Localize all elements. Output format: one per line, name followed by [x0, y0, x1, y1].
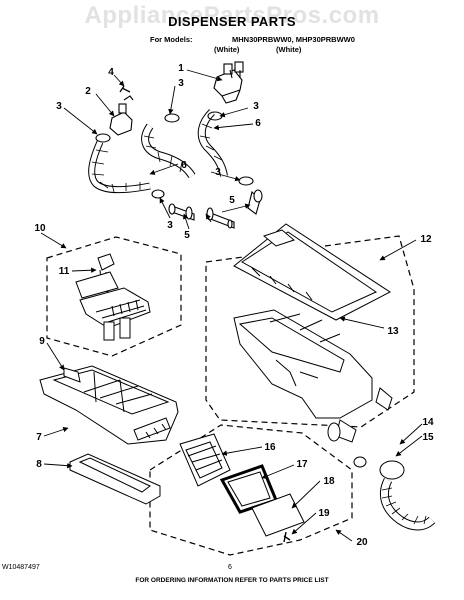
callout-13: 13 [387, 326, 399, 337]
models-label: For Models: [150, 35, 193, 44]
callout-19: 19 [318, 508, 330, 519]
nozzle-right [206, 207, 235, 229]
callout-9: 9 [39, 336, 45, 347]
screw-4 [119, 85, 131, 93]
model-color-a: (White) [214, 45, 240, 54]
cover-18 [251, 493, 305, 537]
assembly-10-outline [46, 236, 182, 357]
callout-20: 20 [356, 537, 368, 548]
bellows-clamp-14 [353, 456, 367, 468]
callout-6b: 6 [181, 160, 187, 171]
nozzle-left [168, 203, 195, 221]
callout-14: 14 [422, 417, 434, 428]
callout-1: 1 [178, 63, 184, 74]
callout-labels: 1 2 3 3 3 3 3 4 5 5 6 6 7 8 9 10 11 12 1… [34, 63, 434, 548]
callout-16: 16 [264, 442, 276, 453]
callout-15: 15 [422, 432, 434, 443]
callout-3e: 3 [167, 220, 173, 231]
callout-6a: 6 [255, 118, 261, 129]
callout-3d: 3 [215, 167, 221, 178]
screw-19 [283, 531, 291, 543]
dispenser-drawer-7 [39, 365, 179, 445]
callout-8: 8 [36, 459, 42, 470]
inlet-valve-1 [213, 61, 244, 104]
model-numbers: MHN30PRBWW0, MHP30PRBWW0 [232, 35, 355, 44]
callout-3a: 3 [178, 78, 184, 89]
page-number: 6 [228, 564, 232, 571]
drain-bellows-15 [353, 456, 436, 531]
callout-3b: 3 [56, 101, 62, 112]
model-color-b: (White) [276, 45, 302, 54]
callout-17: 17 [296, 459, 308, 470]
drawer-handle-9 [63, 367, 81, 383]
dispenser-housing-12 [233, 223, 393, 443]
assembly-16-20-outline [149, 424, 353, 556]
nozzle-elbow [247, 189, 263, 215]
hose-clamp [95, 133, 111, 143]
callout-2: 2 [85, 86, 91, 97]
callout-5b: 5 [229, 195, 235, 206]
dispenser-cup-assembly-11 [75, 253, 151, 341]
callout-11: 11 [59, 266, 70, 277]
leader-lines [40, 69, 423, 542]
hose-clamp [164, 113, 180, 123]
inlet-valve-2 [109, 95, 134, 136]
page-title: DISPENSER PARTS [168, 14, 296, 29]
callout-12: 12 [420, 234, 432, 245]
callout-7: 7 [36, 432, 42, 443]
callout-3c: 3 [253, 101, 259, 112]
document-number: W10487497 [2, 564, 40, 571]
drawer-insert-8 [69, 453, 161, 505]
watermark: AppliancePartsPros.com [84, 2, 380, 29]
hose-clamp [151, 189, 165, 199]
callout-5a: 5 [184, 230, 190, 241]
callout-18: 18 [323, 476, 335, 487]
hose-clamp [238, 176, 254, 186]
callout-10: 10 [34, 223, 46, 234]
callout-4: 4 [108, 67, 114, 78]
inlet-valves-and-hoses [88, 61, 263, 229]
ordering-note: FOR ORDERING INFORMATION REFER TO PARTS … [135, 577, 329, 584]
